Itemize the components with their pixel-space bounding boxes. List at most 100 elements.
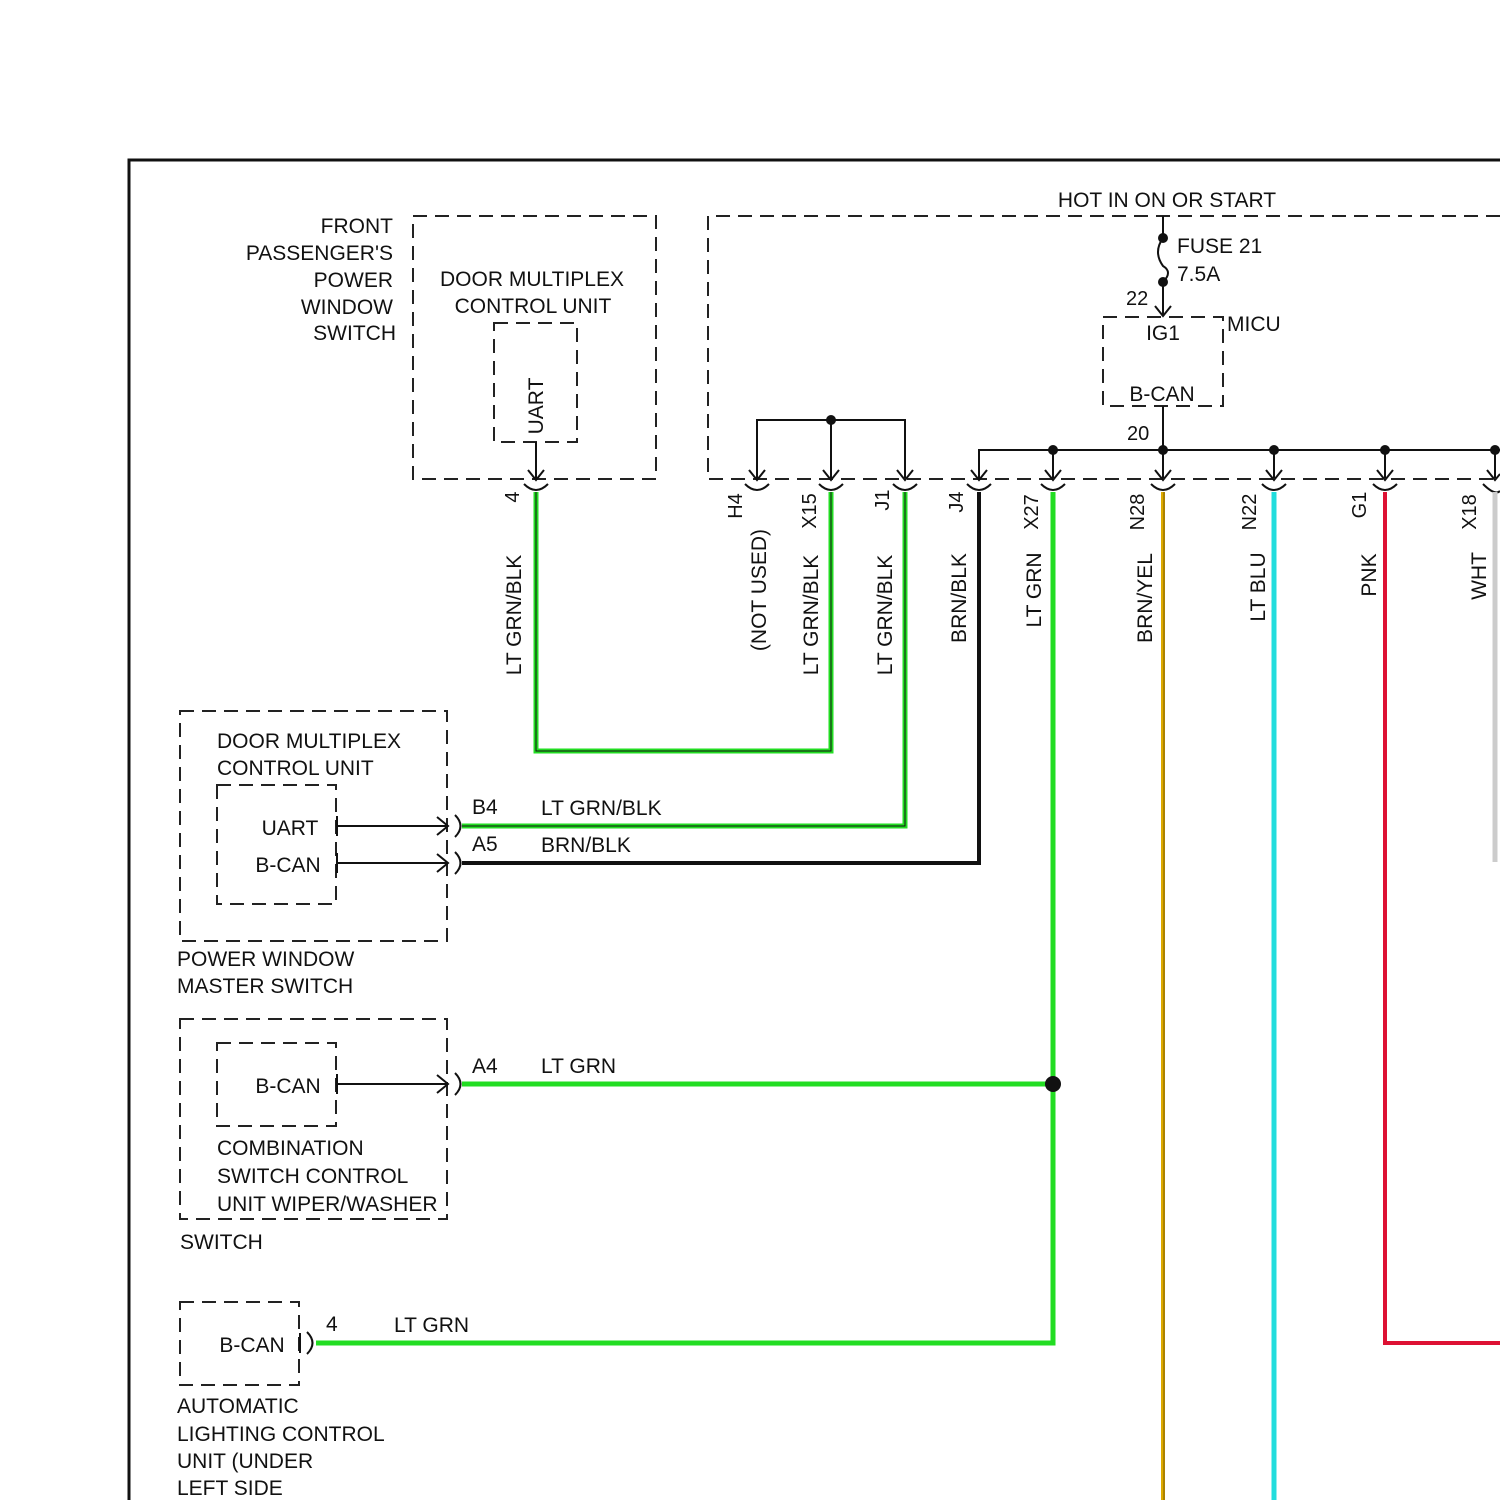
- front-passenger-unit-line-1: DOOR MULTIPLEX: [440, 268, 624, 291]
- connector-icon: [745, 484, 769, 490]
- front-passenger-label-line-1: FRONT: [321, 215, 393, 238]
- master-unit-line-1: DOOR MULTIPLEX: [217, 730, 401, 753]
- automatic-lighting-control-unit: B-CAN 4 LT GRN AUTOMATIC LIGHTING CONTRO…: [177, 1302, 469, 1500]
- power-window-master-switch: DOOR MULTIPLEX CONTROL UNIT UART B-CAN B…: [177, 711, 662, 998]
- splice-point: [1045, 1076, 1061, 1092]
- connector-icon: [893, 484, 917, 490]
- combination-switch-control-unit: B-CAN A4 LT GRN COMBINATION SWITCH CONTR…: [180, 1019, 616, 1254]
- auto-lighting-label-line-3: UNIT (UNDER: [177, 1450, 313, 1473]
- micu-pin-x27: X27 LT GRN: [1021, 470, 1065, 628]
- pin-label: G1: [1349, 492, 1371, 519]
- wire-label: LT GRN/BLK: [874, 555, 897, 676]
- micu-bcan-pin: 20: [1127, 423, 1149, 445]
- micu-pin-n22: N22 LT BLU: [1239, 470, 1286, 622]
- combination-label-line-3: UNIT WIPER/WASHER: [217, 1193, 438, 1216]
- wire-lt-grn-blk-master: [462, 492, 905, 826]
- wire-brn-blk-master: [462, 492, 979, 863]
- pin-label: X18: [1459, 494, 1481, 530]
- connector-icon: [1373, 484, 1397, 490]
- combination-bcan-label: B-CAN: [255, 1075, 320, 1098]
- master-a5-connector-icon: [455, 852, 461, 874]
- master-b4-connector-icon: [455, 815, 461, 837]
- master-wire-a5: BRN/BLK: [541, 834, 631, 857]
- connector-icon: [1262, 484, 1286, 490]
- pin-label: N22: [1239, 494, 1261, 531]
- fuse-rating: 7.5A: [1177, 263, 1220, 286]
- combination-connector-icon: [455, 1073, 461, 1095]
- pin-label: H4: [725, 493, 747, 519]
- auto-lighting-bcan-label: B-CAN: [219, 1334, 284, 1357]
- front-passenger-switch-box: [413, 216, 656, 479]
- front-passenger-wire-label: LT GRN/BLK: [503, 555, 526, 676]
- combination-label-line-1: COMBINATION: [217, 1137, 364, 1160]
- master-wire-b4: LT GRN/BLK: [541, 797, 662, 820]
- front-passenger-window-switch: FRONT PASSENGER'S POWER WINDOW SWITCH DO…: [246, 215, 656, 503]
- master-unit-line-2: CONTROL UNIT: [217, 757, 374, 780]
- wire-label: BRN/BLK: [948, 553, 971, 643]
- front-passenger-label-line-4: WINDOW: [301, 296, 393, 319]
- front-passenger-label-line-2: PASSENGER'S: [246, 242, 393, 265]
- fuse-name: FUSE 21: [1177, 235, 1262, 258]
- front-passenger-label-line-5: SWITCH: [313, 322, 396, 345]
- wires: [316, 492, 1500, 1500]
- auto-lighting-wire: LT GRN: [394, 1314, 469, 1337]
- front-passenger-uart-label: UART: [525, 377, 548, 434]
- micu-ig1-label: IG1: [1146, 322, 1180, 345]
- auto-lighting-label-line-4: LEFT SIDE: [177, 1477, 283, 1500]
- master-pin-b4: B4: [472, 796, 498, 819]
- wire-label: WHT: [1468, 552, 1491, 600]
- micu-pin-j4: J4 BRN/BLK: [946, 470, 991, 643]
- hot-in-on-or-start-label: HOT IN ON OR START: [1058, 189, 1276, 212]
- master-bcan-label: B-CAN: [255, 854, 320, 877]
- micu-name: MICU: [1227, 313, 1281, 336]
- wire-black-tracer: [536, 492, 831, 751]
- connector-icon: [1041, 484, 1065, 490]
- pin-label: X15: [799, 493, 821, 529]
- micu-pin-g1: G1 PNK: [1349, 470, 1397, 597]
- wire-pnk: [1385, 492, 1500, 1343]
- connector-icon: [819, 484, 843, 490]
- diagram-frame: [129, 160, 1500, 1500]
- front-passenger-connector-icon: [524, 484, 548, 490]
- pin-label: J1: [872, 489, 894, 510]
- combination-switch-box: [180, 1019, 447, 1219]
- micu-pin-n28: N28 BRN/YEL: [1127, 470, 1175, 643]
- micu-pin-j1: J1 LT GRN/BLK: [872, 470, 917, 675]
- combination-pin: A4: [472, 1055, 498, 1078]
- combination-label-line-4: SWITCH: [180, 1231, 263, 1254]
- front-passenger-label-line-3: POWER: [314, 269, 393, 292]
- pin-label: N28: [1127, 494, 1149, 531]
- wire-label: PNK: [1358, 553, 1381, 596]
- auto-lighting-connector-icon: [307, 1332, 313, 1354]
- front-passenger-pin: 4: [502, 491, 524, 502]
- micu-pin-h4: H4 (NOT USED): [725, 470, 771, 651]
- auto-lighting-label-line-1: AUTOMATIC: [177, 1395, 299, 1418]
- pin-label: X27: [1021, 494, 1043, 530]
- master-label-line-1: POWER WINDOW: [177, 948, 354, 971]
- combination-wire: LT GRN: [541, 1055, 616, 1078]
- master-inner-box: [217, 785, 336, 904]
- wire-black-tracer: [462, 492, 905, 826]
- front-passenger-unit-line-2: CONTROL UNIT: [455, 295, 612, 318]
- auto-lighting-label-line-2: LIGHTING CONTROL: [177, 1423, 385, 1446]
- wire-label: BRN/YEL: [1134, 553, 1157, 643]
- wire-label: (NOT USED): [748, 529, 771, 651]
- pin-label: J4: [946, 491, 968, 512]
- wire-label: LT GRN/BLK: [800, 555, 823, 676]
- connector-icon: [967, 484, 991, 490]
- wire-lt-grn-blk-front-passenger: [536, 492, 831, 751]
- master-pin-a5: A5: [472, 833, 498, 856]
- connector-icon: [1483, 484, 1500, 492]
- master-uart-label: UART: [262, 817, 319, 840]
- micu-pin-x15: X15 LT GRN/BLK: [799, 470, 843, 675]
- wire-label: LT GRN: [1023, 552, 1046, 627]
- fuse-pin: 22: [1126, 288, 1148, 310]
- fuse-icon: [1158, 238, 1168, 282]
- connector-icon: [1151, 484, 1175, 490]
- micu-bcan-label: B-CAN: [1129, 383, 1194, 406]
- combination-label-line-2: SWITCH CONTROL: [217, 1165, 408, 1188]
- micu-unit: HOT IN ON OR START FUSE 21 7.5A 22 MICU …: [708, 189, 1500, 479]
- master-label-line-2: MASTER SWITCH: [177, 975, 353, 998]
- auto-lighting-pin: 4: [326, 1313, 338, 1336]
